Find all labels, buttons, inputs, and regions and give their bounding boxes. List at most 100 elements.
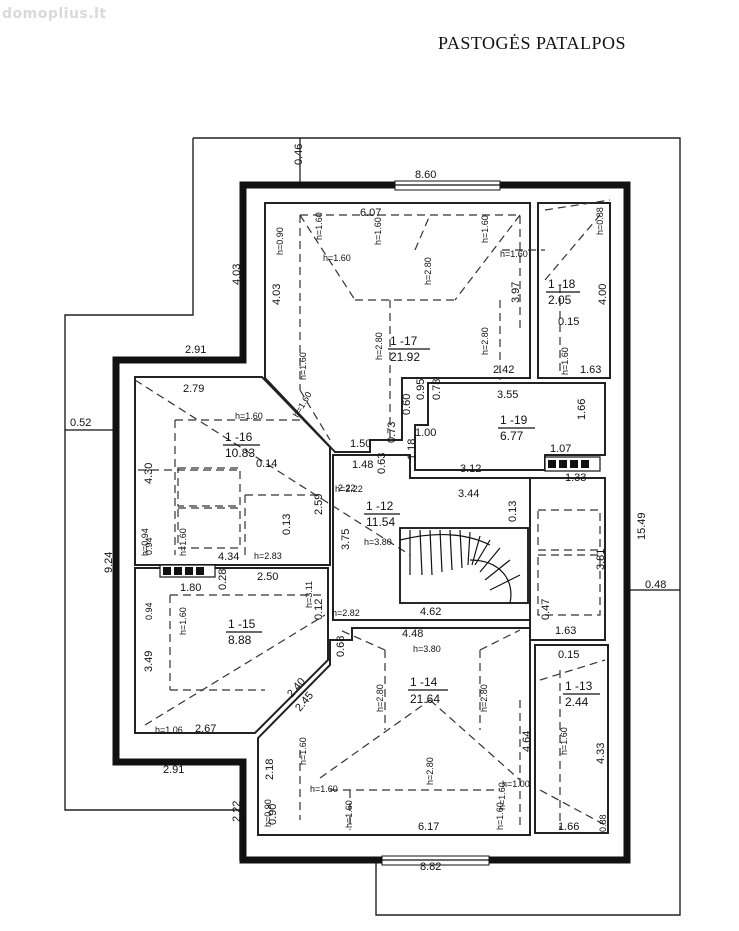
dim-0-60: 0.60 [401,394,413,415]
dim-4-03b: 4.03 [271,284,283,305]
room-label-1-19: 1 -19 [500,413,528,427]
room-label-1-12: 1 -12 [366,499,394,513]
dim-1-48: 1.48 [352,459,373,471]
height-h160-o: h=1.60 [344,800,354,828]
height-h283: h=2.83 [254,551,282,561]
dim-3-81: 3.81 [595,549,607,570]
height-h160-a: h=1.60 [314,212,324,240]
room-label-1-14: 1 -14 [410,675,438,689]
dim-3-12: 3.12 [460,463,481,475]
dim-1-63a: 1.63 [580,364,601,376]
roof-ridge-lines [134,199,611,830]
height-h100: h=1.00 [502,779,530,789]
room-1-13-walls [534,644,609,834]
dim-1-33: 1.33 [565,472,586,484]
dim-0-78: 0.78 [431,379,443,400]
room-1-16-walls [134,376,331,566]
room-area-1-18: 2.05 [548,293,572,307]
height-h090-a: h=0.90 [275,227,285,255]
dim-0-73: 0.73 [386,422,398,443]
height-h090-b: h=0.90 [263,799,273,827]
height-h160-f: h=1.60 [291,390,314,419]
room-area-1-13: 2.44 [565,695,589,709]
dim-0-14: 0.14 [256,458,277,470]
dim-2-79: 2.79 [183,383,204,395]
height-h160-d: h=1.60 [323,253,351,263]
height-h280-c: h=2.80 [480,327,490,355]
height-h160-c: h=1.60 [480,215,490,243]
dim-4-00: 4.00 [597,284,609,305]
room-area-1-15: 8.88 [228,633,252,647]
dim-2-22b: 2.22 [338,483,356,493]
room-area-1-14: 21.64 [410,692,440,706]
height-h160-j: h=1.60 [178,528,188,556]
height-h106: h=1.06 [155,725,183,735]
height-h280-a: h=2.80 [423,257,433,285]
dim-4-64: 4.64 [521,731,533,752]
dim-3-75: 3.75 [340,529,352,550]
chimney-vents-right [544,456,601,472]
chimney-vents-left [159,564,216,578]
dim-1-07: 1.07 [550,443,571,455]
dim-0-94a: 0.94 [144,537,154,555]
dim-8-82: 8.82 [420,861,441,873]
dim-0-12: 0.12 [313,599,325,620]
dim-0-15a: 0.15 [558,316,579,328]
dim-0-95: 0.95 [415,379,427,400]
dim-0-63: 0.63 [376,453,388,474]
room-1-15-walls [134,567,329,734]
dim-0-90b: 0.90 [267,804,279,825]
height-h160-l: h=1.60 [298,737,308,765]
height-h160-e: h=1.60 [500,249,528,259]
room-label-1-16: 1 -16 [225,430,253,444]
stair-hall-walls [529,477,606,641]
height-h280-b: h=2.80 [374,332,384,360]
dim-0-28: 0.28 [217,569,229,590]
dim-4-48: 4.48 [402,628,423,640]
room-1-17-walls [264,202,531,453]
room-area-1-16: 10.83 [225,446,255,460]
height-h094: h=0.94 [140,528,150,556]
dim-0-15b: 0.15 [558,649,579,661]
height-h160-p: h=1.60 [497,782,507,810]
dim-2-91-bottom: 2.91 [163,764,184,776]
dim-2-91-top: 2.91 [185,344,206,356]
dim-2-59: 2.59 [313,494,325,515]
page-title: PASTOGĖS PATALPOS [438,33,626,53]
dim-8-60: 8.60 [415,169,436,181]
height-h160-q: h=1.60 [495,802,505,830]
dim-1-00: 1.00 [415,427,436,439]
dim-0-48: 0.48 [645,579,666,591]
dim-6-07: 6.07 [360,207,381,219]
height-h280-e: h=2.80 [479,684,489,712]
dim-2-22: 2.22 [231,801,243,822]
dim-4-62: 4.62 [420,606,441,618]
room-1-18-walls [537,202,611,379]
room-label-1-15: 1 -15 [228,617,256,631]
dim-0-13b: 0.13 [507,501,519,522]
spiral-staircase[interactable] [399,527,529,604]
room-area-1-17: 21.92 [390,350,420,364]
dim-9-24: 9.24 [103,552,115,573]
height-h160-h: h=1.60 [560,347,570,375]
dim-2-50: 2.50 [257,571,278,583]
dim-0-46: 0.46 [293,144,305,165]
dimension-lines [65,138,680,860]
height-h282: h=2.82 [332,608,360,618]
dim-2-42: 2.42 [493,364,514,376]
dim-2-18: 2.18 [264,759,276,780]
room-label-1-17: 1 -17 [390,334,418,348]
height-h160-k: h=1.60 [178,607,188,635]
height-h160-n: h=1.60 [310,784,338,794]
dim-3-97: 3.97 [510,282,522,303]
height-h311: h=3.11 [304,581,314,608]
watermark: domoplius.lt [2,6,107,22]
dim-4-33: 4.33 [595,743,607,764]
height-h380-b: h=3.80 [413,644,441,654]
room-1-12-walls [332,454,531,621]
dim-4-03a: 4.03 [231,264,243,285]
dim-0-52: 0.52 [70,417,91,429]
dim-3-49: 3.49 [143,651,155,672]
dim-4-30: 4.30 [143,463,155,484]
